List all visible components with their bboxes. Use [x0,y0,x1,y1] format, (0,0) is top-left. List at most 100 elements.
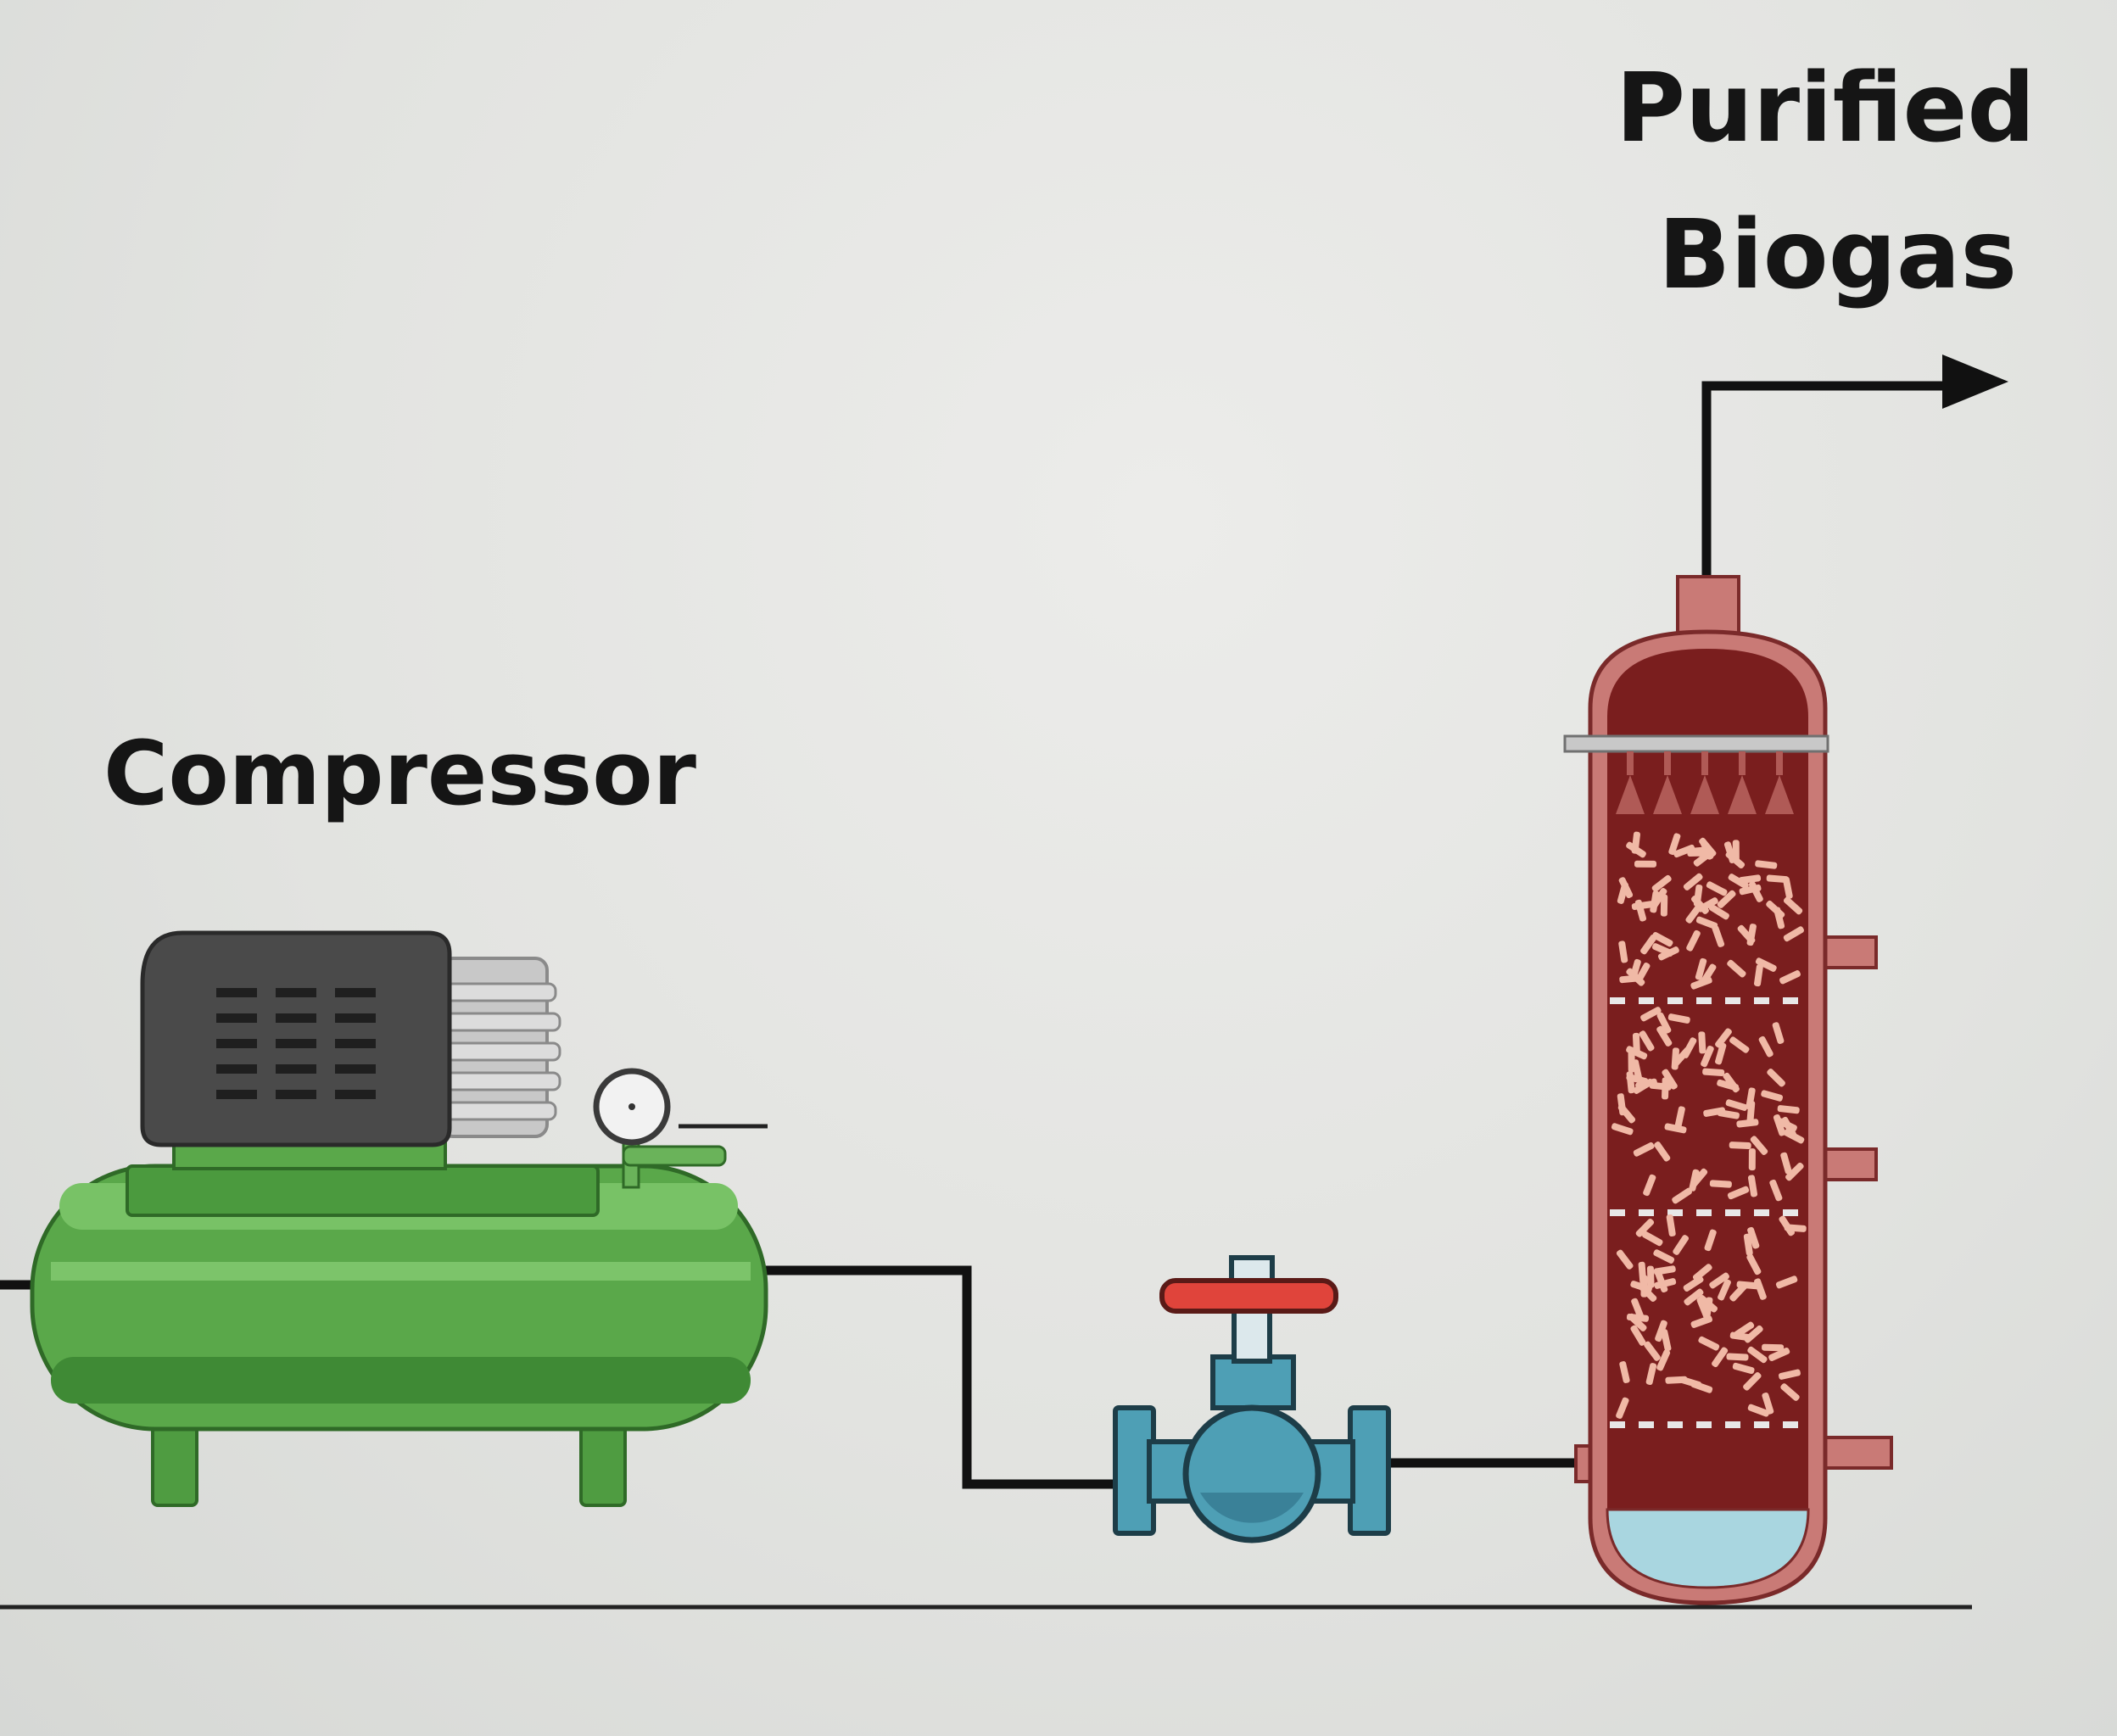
packing-ring [1776,1117,1797,1132]
column-nozzle-upper [1822,935,1878,969]
packing-ring [1739,874,1762,885]
output-label-line1: Purified [1616,53,2036,164]
packing-ring [1758,1035,1773,1058]
packing-ring [1616,1249,1634,1270]
compressor-to-valve-pipe [763,1265,1120,1489]
tank-shadow [51,1357,751,1404]
packing-ring [1762,1343,1785,1352]
valve-handle [1159,1278,1338,1314]
packing-ring [1723,1072,1740,1093]
column-nozzle-middle [1822,1147,1878,1181]
packing-ring [1656,1025,1673,1047]
packing-ring [1766,874,1789,884]
packing-ring [1783,926,1805,942]
compressor-label: Compressor [103,722,696,825]
packing-ring [1639,1030,1655,1052]
packing-ring [1773,1114,1786,1136]
packing-ring [1727,959,1746,978]
packing-ring [1635,1218,1655,1237]
packing-ring [1779,970,1801,985]
packing-ring [1661,1329,1672,1352]
outlet-pipe [1701,381,1959,606]
packing-ring [1651,874,1672,892]
packing-ring [1701,1045,1714,1068]
packing-ring [1775,1275,1798,1289]
packing-ring [1686,929,1701,952]
absorption-column-icon [1563,575,1893,1605]
pipe-network [0,381,1959,1489]
packing-ring [1685,903,1702,924]
packing-ring [1737,924,1756,944]
packing-ring [1725,1099,1748,1111]
packing-ring [1777,1105,1800,1114]
packing-ring [1657,946,1679,961]
packing-ring [1778,1369,1801,1380]
packing-ring [1672,1187,1692,1204]
packing-ring [1640,1007,1662,1022]
packing-ring [1656,1349,1671,1371]
packing-ring [1748,1148,1756,1171]
packing-ring [1706,881,1728,896]
packing-ring [1626,1046,1648,1060]
packing-ring [1698,1031,1706,1054]
packing-ring [1651,931,1673,947]
spray-nozzles [1616,751,1794,814]
packing-ring [1747,1226,1760,1249]
packing-ring [1696,1297,1710,1319]
packing-ring [1708,904,1729,920]
packing-ring [1692,1264,1712,1281]
packing-ring [1664,1123,1687,1134]
packing-ring [1747,1404,1770,1417]
tank-band [51,1262,751,1281]
packing-ring [1668,833,1681,856]
valve-flange-right [1348,1405,1391,1536]
packing-ring [1611,1123,1634,1136]
compressor-icon [30,930,768,1507]
packing-ring [1729,1036,1750,1053]
packing-ring [1653,1265,1676,1275]
packing-ring [1617,1093,1627,1116]
packing-ring [1634,899,1647,922]
packing-ring [1718,1279,1731,1301]
packing-ring [1626,1313,1650,1322]
valve-ball-shade [1200,1493,1304,1523]
packing-ring [1715,1028,1732,1048]
packing-ring [1750,1136,1768,1155]
packing-ring [1644,1341,1661,1361]
packing-ring [1739,884,1762,896]
packing-ring [1660,894,1668,917]
packing-ring [1743,1371,1762,1391]
packing-ring [1755,860,1778,869]
packing-ring [1768,1348,1790,1361]
packing-ring [1693,884,1703,907]
packing-ring [1656,1012,1672,1034]
packing-ring [1626,1074,1649,1086]
packing-ring [1709,1180,1732,1188]
packing-ring [1747,1346,1768,1364]
packing-ring [1690,976,1712,990]
packing-ring [1674,1106,1685,1129]
packing-ring [1704,1229,1717,1252]
packing-ring [1665,1376,1688,1384]
packing-ring [1673,844,1695,858]
motor-base-plate [126,1164,600,1217]
packing-ring [1638,1283,1657,1303]
packing-ring [1773,907,1785,929]
packing-ring [1779,1215,1796,1236]
packing-ring [1746,1100,1756,1124]
packing-ring [1761,1090,1784,1102]
valve-bonnet [1210,1354,1296,1410]
packing-ring [1671,1047,1679,1070]
packing-ring [1732,1362,1755,1375]
packing-ring [1631,1298,1645,1320]
packing-ring [1642,1231,1663,1247]
packing-ring [1709,1272,1729,1289]
motor-vents [216,988,376,1099]
arrow-right-icon [1942,354,2008,409]
packing-ring [1703,1107,1726,1117]
packing-ring [1698,1336,1720,1351]
support-grids [1610,997,1807,1428]
packing-ring [1785,1162,1804,1181]
packing-ring [1628,1050,1635,1073]
